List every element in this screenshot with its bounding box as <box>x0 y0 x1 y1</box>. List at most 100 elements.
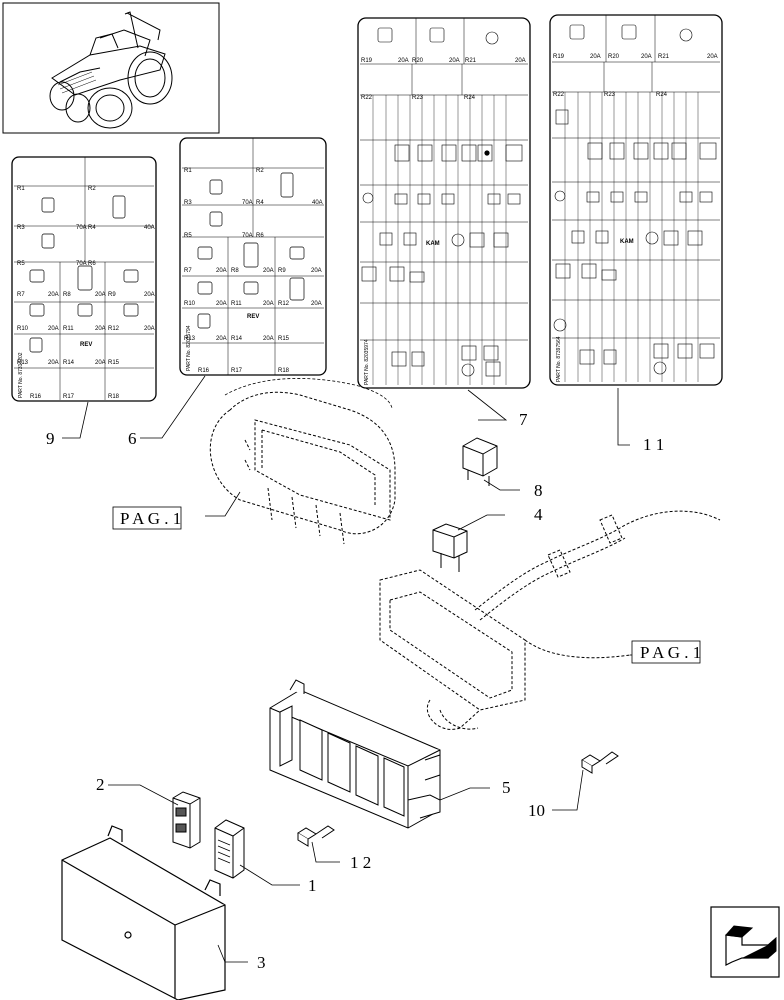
callout-2: 2 <box>96 775 105 794</box>
pag-label-left: P A G . 1 <box>120 509 181 528</box>
kam-label: KAM <box>620 239 634 245</box>
relay-label: R7 <box>184 268 192 274</box>
relay-label: R2 <box>88 186 96 192</box>
relay-label: R16 <box>198 368 210 374</box>
relay-label: R11 <box>231 301 242 307</box>
amp-label: 40A <box>312 200 323 206</box>
relay-label: R12 <box>278 301 290 307</box>
amp-label: 20A <box>515 58 526 64</box>
relay-label: R9 <box>278 268 286 274</box>
relay-part-8 <box>462 437 498 486</box>
relay-label: R5 <box>17 261 25 267</box>
relay-label: R12 <box>108 326 120 332</box>
relay-label: R11 <box>63 326 74 332</box>
callout-3: 3 <box>257 953 266 972</box>
callout-7: 7 <box>519 410 528 429</box>
callout-9: 9 <box>46 429 55 448</box>
relay-label: R1 <box>184 168 192 174</box>
rev-label: REV <box>247 314 259 320</box>
callout-1: 1 <box>308 876 317 895</box>
relay-label: R14 <box>63 360 75 366</box>
relay-label: R20 <box>608 54 620 60</box>
connector-part-2 <box>172 791 201 849</box>
relay-label: R16 <box>30 394 42 400</box>
relay-label: R22 <box>553 92 565 98</box>
relay-label: R24 <box>464 95 476 101</box>
amp-label: 70A <box>242 200 253 206</box>
fuse-panel-9: R1 R2 R3 70A R4 40A R5 70A R6 R7 20A R8 … <box>11 156 157 402</box>
callout-11: 1 1 <box>643 435 664 454</box>
relay-label: R4 <box>256 200 264 206</box>
relay-label: R3 <box>17 225 25 231</box>
relay-label: R21 <box>658 54 670 60</box>
relay-label: R15 <box>278 336 290 342</box>
rev-label: REV <box>80 342 92 348</box>
fuse-holder-part-5 <box>269 679 441 829</box>
part-number: PART No. 87316202 <box>18 352 24 398</box>
terminal-part-12 <box>297 825 335 847</box>
pag-box-left <box>112 506 182 530</box>
callout-8: 8 <box>534 481 543 500</box>
relay-label: R19 <box>361 58 373 64</box>
amp-label: 20A <box>263 336 274 342</box>
callout-6: 6 <box>128 429 137 448</box>
fusebox-right-dashed <box>379 510 721 730</box>
relay-label: R17 <box>63 394 75 400</box>
relay-label: R23 <box>412 95 424 101</box>
relay-label: R4 <box>88 225 96 231</box>
relay-label: R13 <box>184 336 196 342</box>
relay-label: R1 <box>17 186 25 192</box>
relay-label: R18 <box>108 394 120 400</box>
fusebox-left-dashed <box>209 391 396 545</box>
amp-label: 20A <box>144 292 155 298</box>
fuse-part-4 <box>432 523 468 572</box>
part-number: PART No. 82035794 <box>186 325 192 371</box>
cover-part-3 <box>61 825 226 1000</box>
relay-label: R24 <box>656 92 668 98</box>
pag-box-right <box>631 640 701 664</box>
amp-label: 70A <box>76 261 87 267</box>
nav-arrow-icon[interactable] <box>710 906 780 978</box>
relay-label: R15 <box>108 360 120 366</box>
amp-label: 20A <box>48 360 59 366</box>
amp-label: 20A <box>398 58 409 64</box>
relay-label: R13 <box>17 360 29 366</box>
connector-part-1 <box>214 819 245 879</box>
relay-label: R6 <box>88 261 96 267</box>
amp-label: 20A <box>641 54 652 60</box>
fuse-panel-11: R19 20A R20 20A R21 20A R22 R23 R24 KAM … <box>549 14 723 386</box>
relay-label: R8 <box>231 268 239 274</box>
amp-label: 20A <box>48 326 59 332</box>
relay-label: R10 <box>17 326 29 332</box>
relay-label: R21 <box>465 58 477 64</box>
amp-label: 20A <box>216 268 227 274</box>
relay-label: R6 <box>256 233 264 239</box>
relay-label: R5 <box>184 233 192 239</box>
fuse-panel-7: R19 20A R20 20A R21 20A R22 R23 R24 KAM … <box>357 17 531 389</box>
terminal-part-10 <box>581 751 619 774</box>
tractor-thumbnail <box>2 2 220 134</box>
amp-label: 20A <box>263 301 274 307</box>
relay-label: R14 <box>231 336 243 342</box>
amp-label: 20A <box>95 292 106 298</box>
relay-label: R23 <box>604 92 616 98</box>
callout-12: 1 2 <box>350 853 371 872</box>
amp-label: 20A <box>590 54 601 60</box>
relay-label: R2 <box>256 168 264 174</box>
amp-label: 20A <box>449 58 460 64</box>
relay-label: R17 <box>231 368 243 374</box>
amp-label: 70A <box>76 225 87 231</box>
relay-label: R3 <box>184 200 192 206</box>
amp-label: 20A <box>48 292 59 298</box>
amp-label: 20A <box>216 301 227 307</box>
callout-5: 5 <box>502 778 511 797</box>
part-number: PART No. 82035974 <box>364 339 370 385</box>
leader-lines <box>62 375 640 963</box>
callout-10: 10 <box>528 801 545 820</box>
part-number: PART No. 87397564 <box>556 336 562 382</box>
amp-label: 20A <box>144 326 155 332</box>
relay-label: R10 <box>184 301 196 307</box>
relay-label: R22 <box>361 95 373 101</box>
relay-label: R7 <box>17 292 25 298</box>
